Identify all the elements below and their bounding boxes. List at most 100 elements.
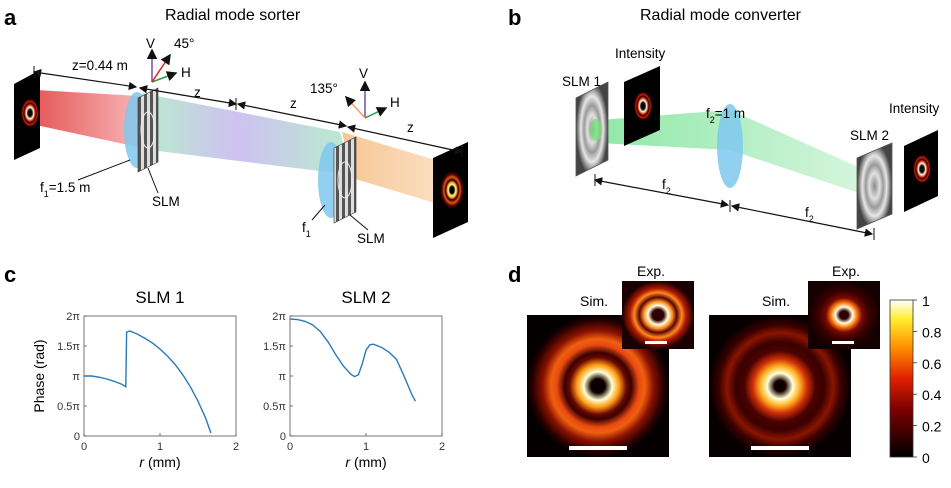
green-beam bbox=[600, 110, 865, 195]
x-tick-label: 2 bbox=[439, 441, 445, 453]
slm-2-b bbox=[856, 142, 893, 230]
f2-lens-label: f2=1 m bbox=[706, 106, 745, 125]
phase-curve bbox=[84, 330, 212, 434]
h-axis-arrow-2 bbox=[364, 107, 388, 119]
slm-1-a-ring bbox=[140, 111, 156, 149]
panel-d: d Sim. Exp. Sim. Exp. 10.80.60.40.20 bbox=[508, 262, 942, 466]
colorbar-ticks: 10.80.60.40.20 bbox=[913, 293, 942, 466]
y-tick-label: 0 bbox=[280, 431, 286, 443]
y-tick-label: π bbox=[278, 371, 286, 383]
f2-arrow-1 bbox=[593, 177, 730, 208]
x-axis-label: r (mm) bbox=[139, 454, 180, 470]
z-arrow-2 bbox=[138, 85, 238, 107]
z-label-3: z bbox=[290, 96, 297, 111]
panel-letter-b: b bbox=[508, 5, 521, 30]
panel-b: b Radial mode converter SLM 1 Intensity … bbox=[508, 5, 940, 240]
colorbar bbox=[889, 299, 914, 458]
135-axis-arrow bbox=[344, 95, 366, 119]
x-tick-label: 2 bbox=[233, 441, 239, 453]
y-axis-label: Phase (rad) bbox=[31, 339, 47, 412]
panel-letter-a: a bbox=[4, 5, 17, 30]
slm-label-2: SLM bbox=[357, 231, 385, 246]
h-axis-arrow bbox=[151, 71, 178, 83]
y-tick-label: 0.5π bbox=[263, 401, 286, 413]
plot-frame bbox=[289, 315, 443, 437]
z-label-2: z bbox=[194, 85, 201, 100]
x-tick-label: 0 bbox=[81, 441, 87, 453]
z-arrow-3 bbox=[236, 101, 348, 129]
plot-frame bbox=[83, 315, 237, 437]
f2-label-2: f2 bbox=[805, 205, 814, 224]
y-tick-label: 2π bbox=[272, 311, 286, 323]
pol-45-label: 45° bbox=[174, 36, 194, 51]
colorbar-tick-label: 0 bbox=[922, 450, 930, 466]
z-arrow-4 bbox=[346, 124, 464, 155]
panel-a: a Radial mode sorter z=0.44 m z z z bbox=[4, 5, 468, 246]
panel-a-title: Radial mode sorter bbox=[165, 7, 301, 24]
y-tick-label: π bbox=[72, 371, 80, 383]
slm-1-b-label: SLM 1 bbox=[562, 74, 601, 89]
slm-2-a-ring bbox=[337, 161, 353, 199]
intensity-ring-2 bbox=[912, 153, 932, 185]
exp-image-2 bbox=[808, 281, 880, 349]
slm-2-a bbox=[333, 136, 357, 224]
45-axis-arrow bbox=[151, 53, 171, 83]
pol-v-label-2: V bbox=[359, 66, 368, 81]
plot-title: SLM 2 bbox=[341, 288, 390, 307]
scale-bar-exp-1 bbox=[645, 341, 667, 344]
slm-1-b-spot bbox=[590, 119, 602, 141]
pol-h-label: H bbox=[181, 65, 191, 80]
y-tick-label: 0.5π bbox=[57, 401, 80, 413]
lens-f2 bbox=[717, 104, 743, 188]
red-beam bbox=[36, 90, 152, 150]
mid-beam-1 bbox=[142, 93, 352, 175]
scale-bar-sim-2 bbox=[751, 446, 809, 450]
pol-135-label: 135° bbox=[310, 81, 338, 96]
exp-label-2: Exp. bbox=[832, 263, 860, 279]
scale-bar-exp-2 bbox=[832, 341, 854, 344]
f1-pointer-2 bbox=[311, 204, 326, 221]
exp-label-1: Exp. bbox=[637, 263, 665, 279]
f2-arrow-2 bbox=[730, 203, 874, 237]
slm-2-b-label: SLM 2 bbox=[850, 128, 889, 143]
chart-slm-2: SLM 2 0 1 2 0 0.5π π 1.5π 2π r (mm) bbox=[263, 288, 445, 470]
intensity-ring-1 bbox=[633, 90, 653, 122]
panel-letter-c: c bbox=[4, 262, 16, 287]
slm-pointer-1 bbox=[147, 167, 159, 194]
z-arrow-1 bbox=[32, 68, 138, 91]
f1-lens-label: f1=1.5 m bbox=[40, 180, 90, 199]
y-tick-label: 1.5π bbox=[263, 341, 286, 353]
intensity-label-1: Intensity bbox=[615, 46, 666, 61]
intensity-label-2: Intensity bbox=[889, 101, 940, 116]
y-tick-label: 2π bbox=[66, 311, 80, 323]
input-mode-ring bbox=[20, 97, 40, 129]
z-distance-label: z=0.44 m bbox=[72, 58, 128, 73]
scale-bar-sim-1 bbox=[569, 446, 627, 450]
colorbar-tick-label: 0.6 bbox=[922, 356, 942, 372]
x-axis-label: r (mm) bbox=[345, 454, 386, 470]
x-tick-label: 1 bbox=[157, 441, 163, 453]
pol-v-label: V bbox=[146, 36, 155, 51]
slm-label-1: SLM bbox=[152, 194, 180, 209]
y-tick-label: 1.5π bbox=[57, 341, 80, 353]
x-tick-label: 1 bbox=[363, 441, 369, 453]
z-label-4: z bbox=[407, 120, 414, 135]
phase-curve bbox=[289, 318, 417, 402]
f1-lens-label-2: f1 bbox=[302, 220, 311, 239]
slm-pointer-2 bbox=[349, 214, 369, 231]
f2-label-1: f2 bbox=[662, 177, 671, 196]
colorbar-tick-label: 0.2 bbox=[922, 419, 942, 435]
exp-image-1 bbox=[622, 281, 694, 349]
sim-label-1: Sim. bbox=[580, 293, 608, 309]
x-tick-label: 0 bbox=[287, 441, 293, 453]
y-tick-label: 0 bbox=[74, 431, 80, 443]
colorbar-tick-label: 0.8 bbox=[922, 324, 942, 340]
pol-h-label-2: H bbox=[390, 95, 400, 110]
panel-b-title: Radial mode converter bbox=[640, 7, 802, 24]
plot-title: SLM 1 bbox=[135, 288, 184, 307]
output-mode-ring bbox=[440, 171, 464, 209]
sim-label-2: Sim. bbox=[762, 293, 790, 309]
chart-slm-1: SLM 1 0 1 2 0 0.5π π 1.5π 2π r (mm) Phase (rad) bbox=[31, 288, 239, 470]
